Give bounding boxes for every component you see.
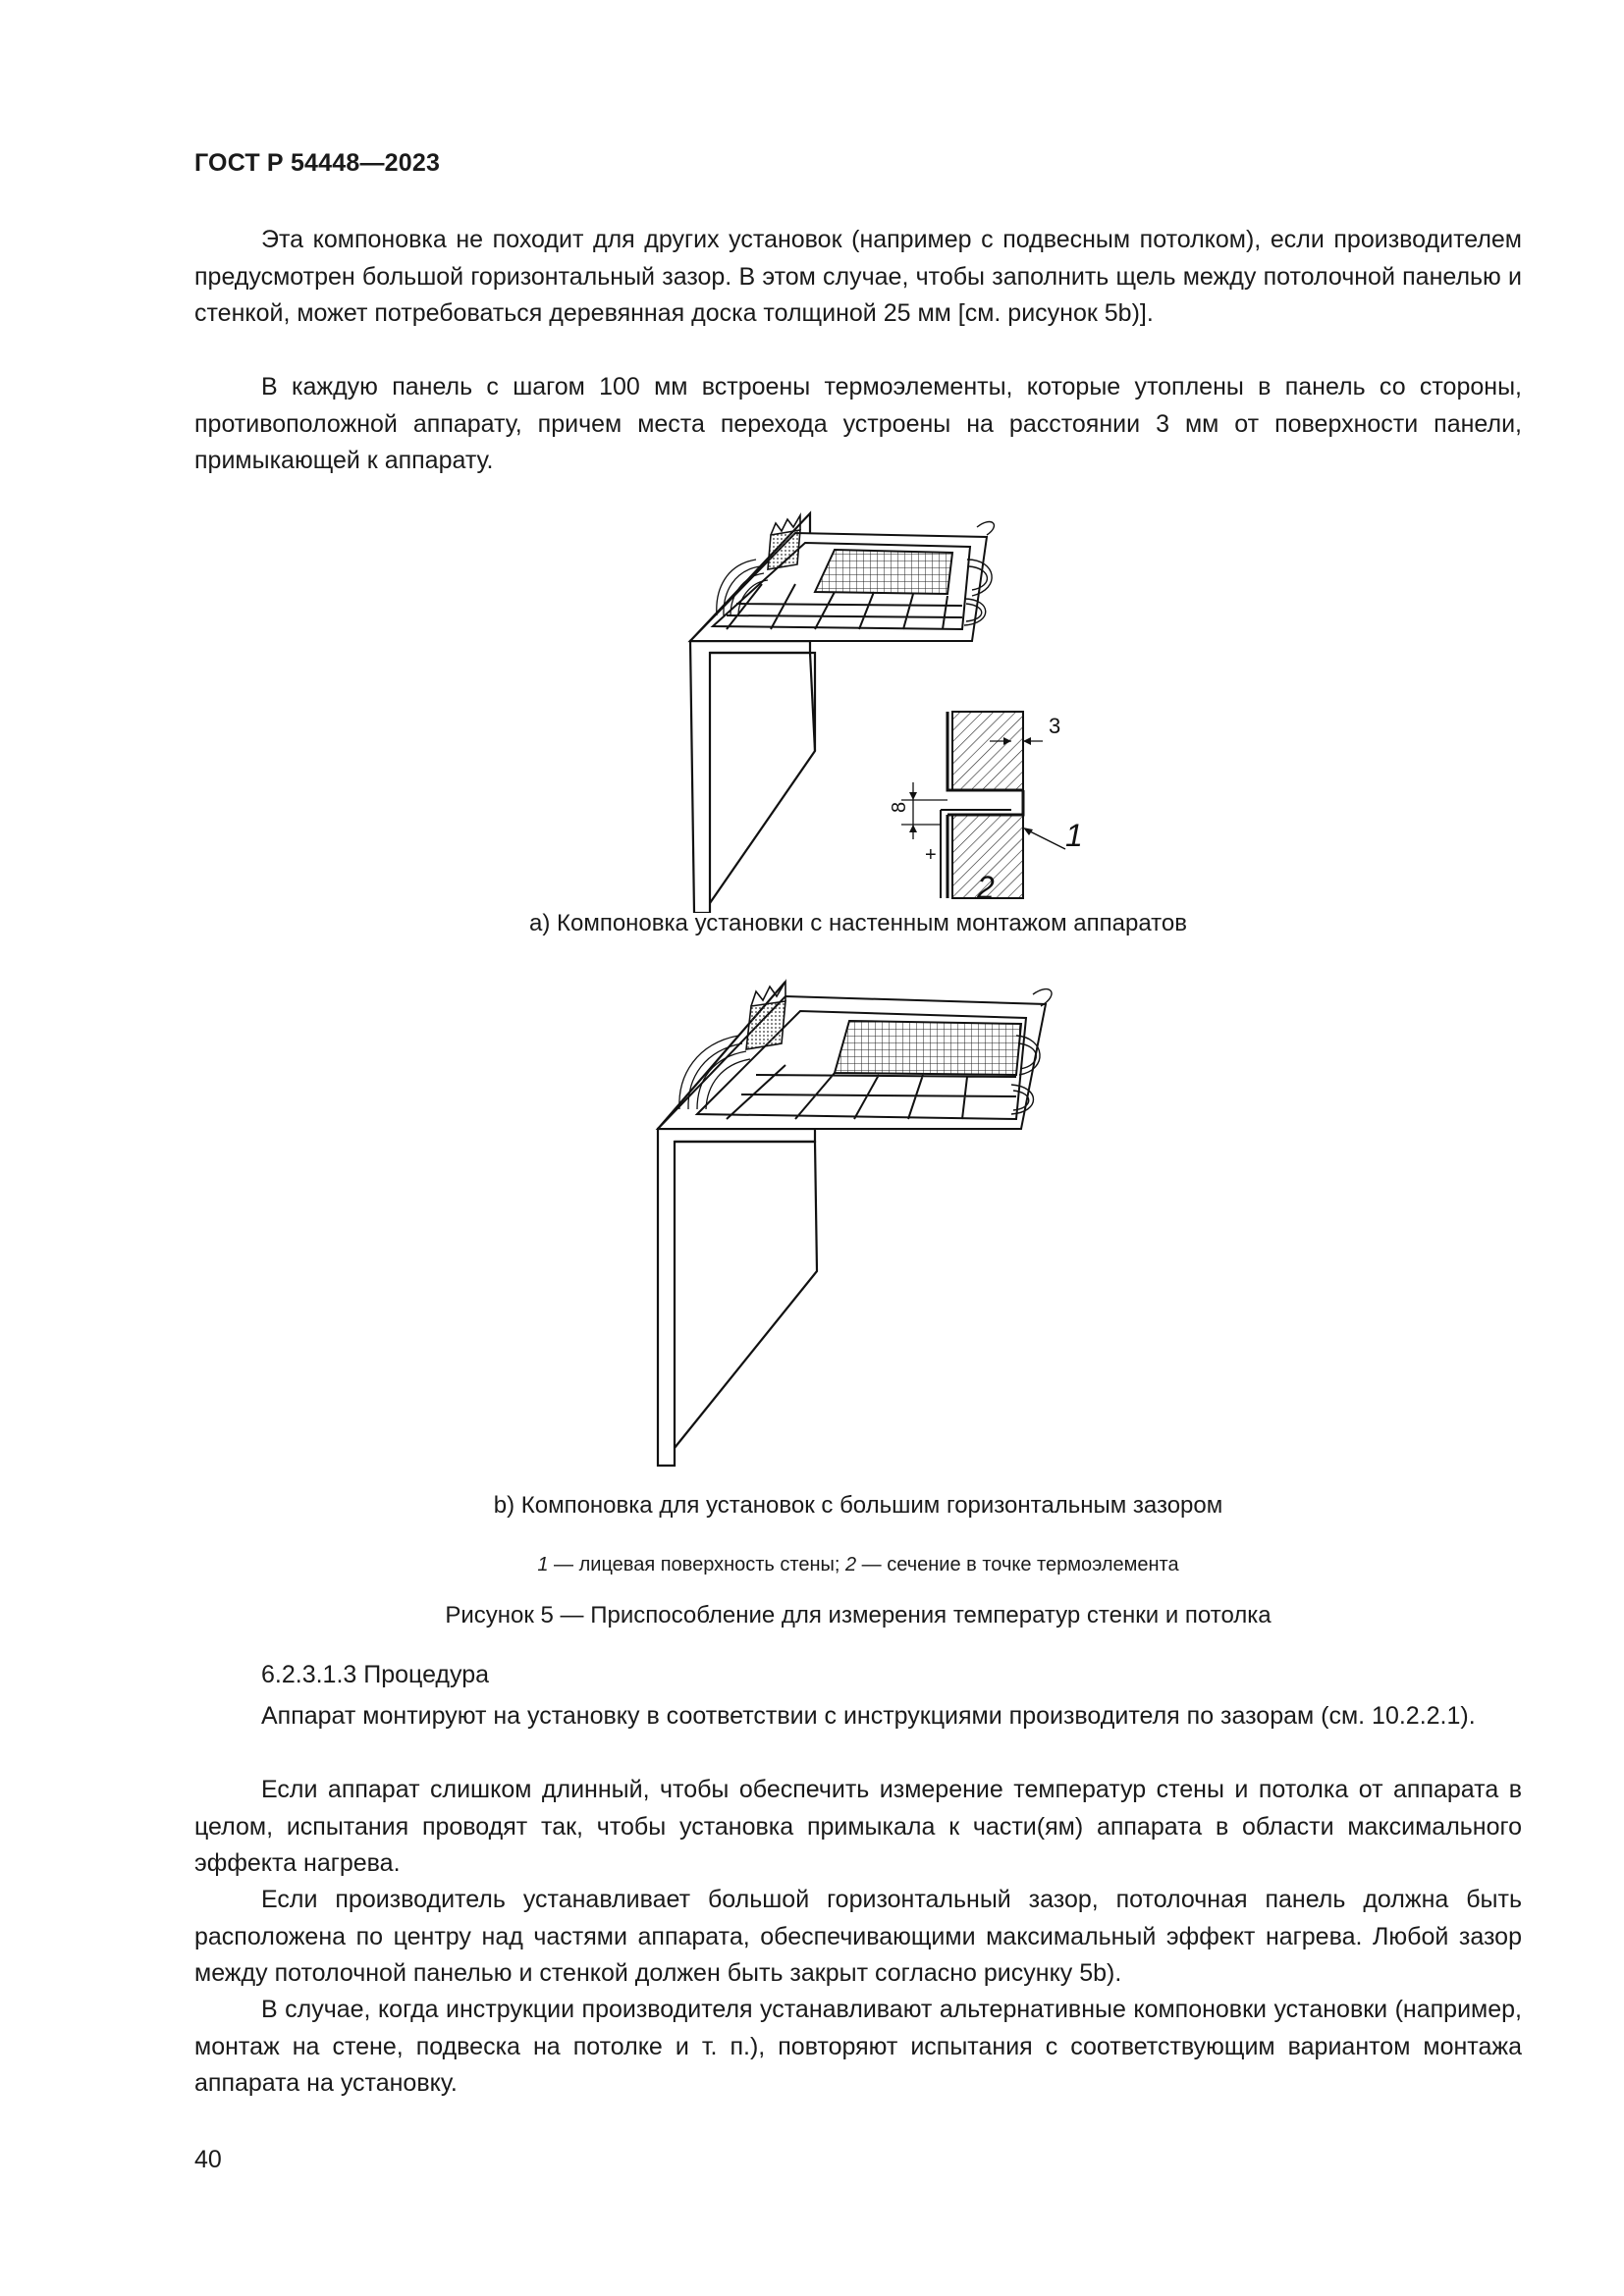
- paragraph-mounting: Аппарат монтируют на установку в соответ…: [261, 1702, 1476, 1730]
- insulation-block: [745, 979, 786, 1050]
- legend-text-1: — лицевая поверхность стены;: [548, 1554, 845, 1575]
- callout-1-label: 1: [1065, 818, 1083, 853]
- page-number: 40: [194, 2146, 222, 2173]
- figure-title: Рисунок 5 — Приспособление для измерения…: [445, 1602, 1272, 1629]
- paragraph-thermocouples: В каждую панель с шагом 100 мм встроены …: [194, 373, 1522, 474]
- legend-text-2: — сечение в точке термоэлемента: [856, 1554, 1179, 1575]
- figure-legend: 1 — лицевая поверхность стены; 2 — сечен…: [194, 1554, 1522, 1576]
- callout-2-label: 2: [976, 870, 995, 905]
- figure-5a-wall-mounting: 3 8 + 1 2: [687, 510, 1083, 913]
- cable-coil: [678, 1035, 751, 1110]
- paragraph-large-gap: Если производитель устанавливает большой…: [194, 1886, 1522, 1987]
- paragraph-alternative-layouts: В случае, когда инструкции производителя…: [194, 1996, 1522, 2097]
- section-heading: 6.2.3.1.3 Процедура: [261, 1661, 490, 1688]
- document-header: ГОСТ Р 54448—2023: [194, 149, 441, 177]
- cable-coil: [716, 559, 769, 616]
- caption-figure-5a: a) Компоновка установки с настенным монт…: [529, 910, 1187, 936]
- paragraph-long-appliance: Если аппарат слишком длинный, чтобы обес…: [194, 1776, 1522, 1877]
- caption-figure-5b: b) Компоновка для установок с большим го…: [493, 1492, 1223, 1519]
- section-detail: [901, 711, 1066, 899]
- insulation-block: [767, 512, 801, 570]
- thermocouple-wires: [1010, 988, 1053, 1115]
- dimension-3-label: 3: [1049, 714, 1060, 738]
- figure-5b-large-gap: [655, 979, 1053, 1468]
- paragraph-layout-note: Эта компоновка не походит для других уст…: [194, 226, 1522, 327]
- legend-num-2: 2: [845, 1554, 857, 1575]
- dimension-8-label: 8: [889, 802, 910, 813]
- thermocouple-wires: [963, 520, 996, 626]
- polarity-plus-label: +: [925, 844, 937, 866]
- legend-num-1: 1: [537, 1554, 549, 1575]
- ceiling-panel: [687, 531, 989, 642]
